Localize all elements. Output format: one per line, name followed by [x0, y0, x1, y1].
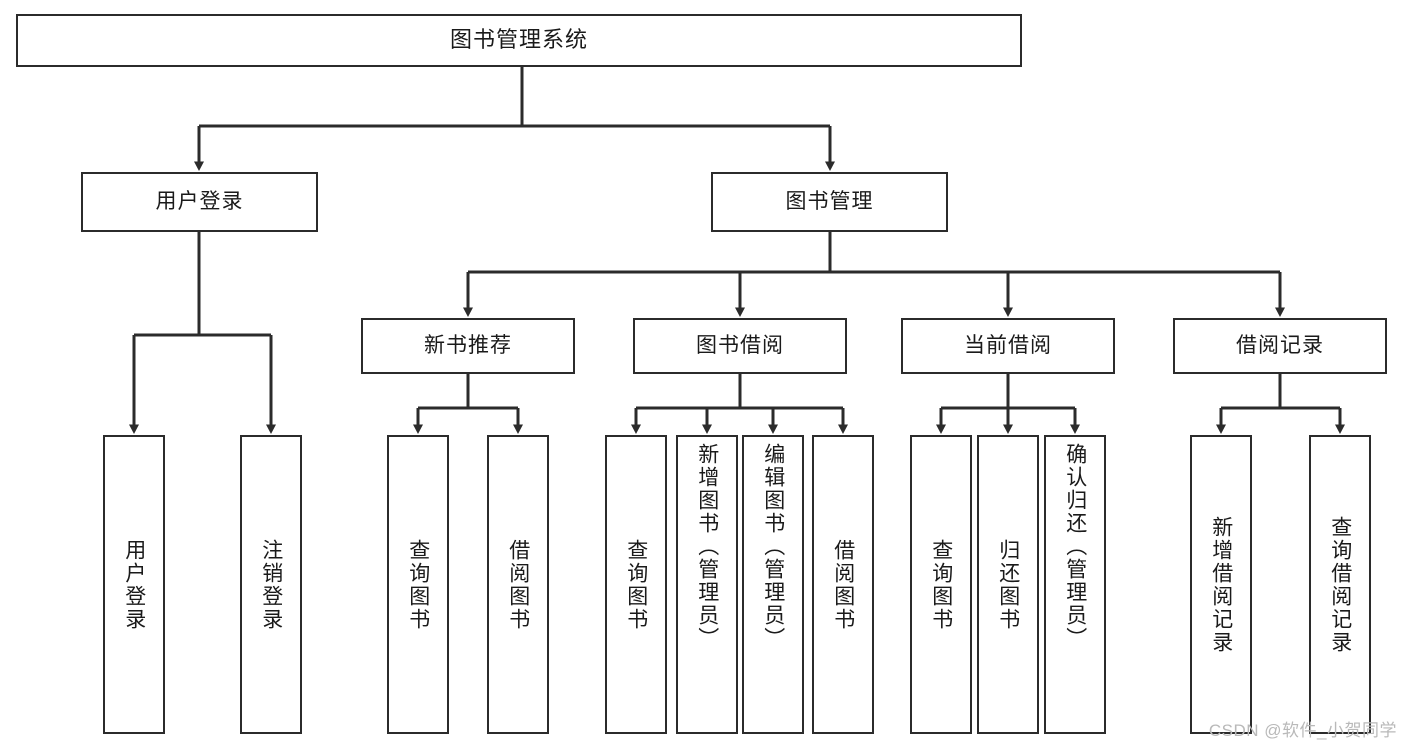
node-leaf-query-book-2-label: 查询图书 — [624, 538, 648, 631]
node-leaf-add-record-label: 新增借阅记录 — [1209, 515, 1233, 654]
node-leaf-borrow-book-1-label: 借阅图书 — [506, 538, 530, 631]
node-leaf-edit-book[interactable]: 编辑图书（管理员） — [742, 435, 804, 734]
node-new-book-rec[interactable]: 新书推荐 — [361, 318, 575, 374]
node-user-login[interactable]: 用户登录 — [81, 172, 318, 232]
node-borrow-record[interactable]: 借阅记录 — [1173, 318, 1387, 374]
node-leaf-add-book-label: 新增图书（管理员） — [695, 443, 719, 650]
node-book-borrow[interactable]: 图书借阅 — [633, 318, 847, 374]
node-leaf-return-book-label: 归还图书 — [996, 538, 1020, 631]
node-current-borrow[interactable]: 当前借阅 — [901, 318, 1115, 374]
node-leaf-query-book-1-label: 查询图书 — [406, 538, 430, 631]
node-leaf-confirm-return-label: 确认归还（管理员） — [1063, 443, 1087, 650]
node-book-manage[interactable]: 图书管理 — [711, 172, 948, 232]
node-leaf-add-record[interactable]: 新增借阅记录 — [1190, 435, 1252, 734]
node-leaf-query-record[interactable]: 查询借阅记录 — [1309, 435, 1371, 734]
node-leaf-borrow-book-1[interactable]: 借阅图书 — [487, 435, 549, 734]
node-leaf-logout[interactable]: 注销登录 — [240, 435, 302, 734]
node-leaf-confirm-return[interactable]: 确认归还（管理员） — [1044, 435, 1106, 734]
node-leaf-user-login-label: 用户登录 — [122, 538, 146, 631]
watermark-text: CSDN @软件_小贺同学 — [1208, 721, 1397, 740]
node-leaf-return-book[interactable]: 归还图书 — [977, 435, 1039, 734]
node-leaf-query-record-label: 查询借阅记录 — [1328, 515, 1352, 654]
node-leaf-borrow-book-2[interactable]: 借阅图书 — [812, 435, 874, 734]
node-leaf-edit-book-label: 编辑图书（管理员） — [761, 443, 785, 650]
node-root[interactable]: 图书管理系统 — [16, 14, 1022, 67]
node-leaf-query-book-3[interactable]: 查询图书 — [910, 435, 972, 734]
node-leaf-query-book-1[interactable]: 查询图书 — [387, 435, 449, 734]
node-leaf-query-book-3-label: 查询图书 — [929, 538, 953, 631]
node-leaf-add-book[interactable]: 新增图书（管理员） — [676, 435, 738, 734]
node-leaf-query-book-2[interactable]: 查询图书 — [605, 435, 667, 734]
node-leaf-borrow-book-2-label: 借阅图书 — [831, 538, 855, 631]
node-leaf-logout-label: 注销登录 — [259, 538, 283, 631]
node-leaf-user-login[interactable]: 用户登录 — [103, 435, 165, 734]
